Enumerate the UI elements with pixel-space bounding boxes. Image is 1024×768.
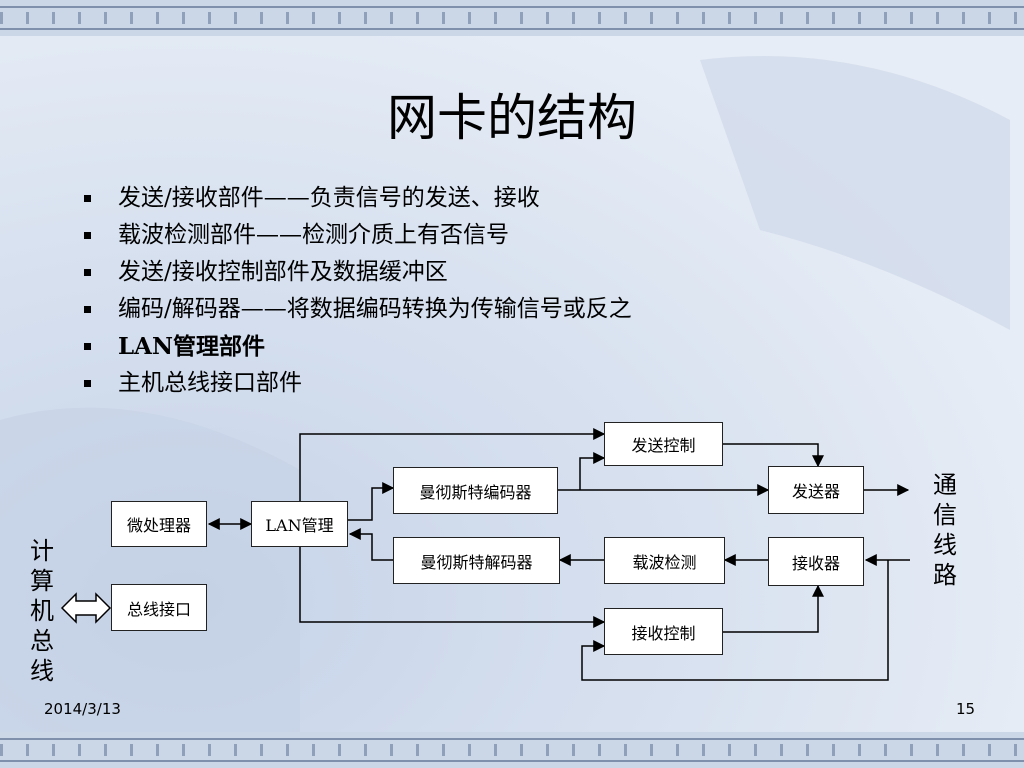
bullet-square-icon: [84, 343, 91, 350]
transmitter-box: 发送器: [768, 466, 864, 514]
computer-bus-label: 计 算 机 总 线: [30, 537, 54, 685]
bullet-item: 编码/解码器——将数据编码转换为传输信号或反之: [82, 291, 632, 328]
page-number: 15: [956, 700, 976, 718]
bullet-list: 发送/接收部件——负责信号的发送、接收 载波检测部件——检测介质上有否信号 发送…: [82, 180, 632, 402]
bottom-decorative-band: [0, 732, 1024, 768]
bullet-item: 主机总线接口部件: [82, 365, 632, 402]
slide-title: 网卡的结构: [387, 89, 637, 147]
bullet-item: 发送/接收部件——负责信号的发送、接收: [82, 180, 632, 217]
rx-control-box: 接收控制: [604, 608, 723, 655]
microprocessor-box: 微处理器: [111, 501, 207, 547]
bullet-item: LAN管理部件: [82, 328, 632, 365]
receiver-box: 接收器: [768, 537, 864, 586]
manchester-decoder-box: 曼彻斯特解码器: [393, 537, 560, 584]
bullet-item: 发送/接收控制部件及数据缓冲区: [82, 254, 632, 291]
manchester-encoder-box: 曼彻斯特编码器: [393, 467, 558, 514]
footer-date: 2014/3/13: [44, 700, 121, 718]
bullet-square-icon: [84, 269, 91, 276]
bullet-square-icon: [84, 306, 91, 313]
carrier-detect-box: 载波检测: [604, 537, 725, 584]
bullet-square-icon: [84, 195, 91, 202]
lan-manager-box: LAN管理: [251, 501, 348, 547]
bullet-square-icon: [84, 380, 91, 387]
bullet-square-icon: [84, 232, 91, 239]
top-decorative-band: [0, 0, 1024, 36]
communication-line-label: 通 信 线 路: [933, 471, 957, 589]
bullet-item: 载波检测部件——检测介质上有否信号: [82, 217, 632, 254]
bus-interface-box: 总线接口: [111, 584, 207, 631]
tx-control-box: 发送控制: [604, 422, 723, 466]
